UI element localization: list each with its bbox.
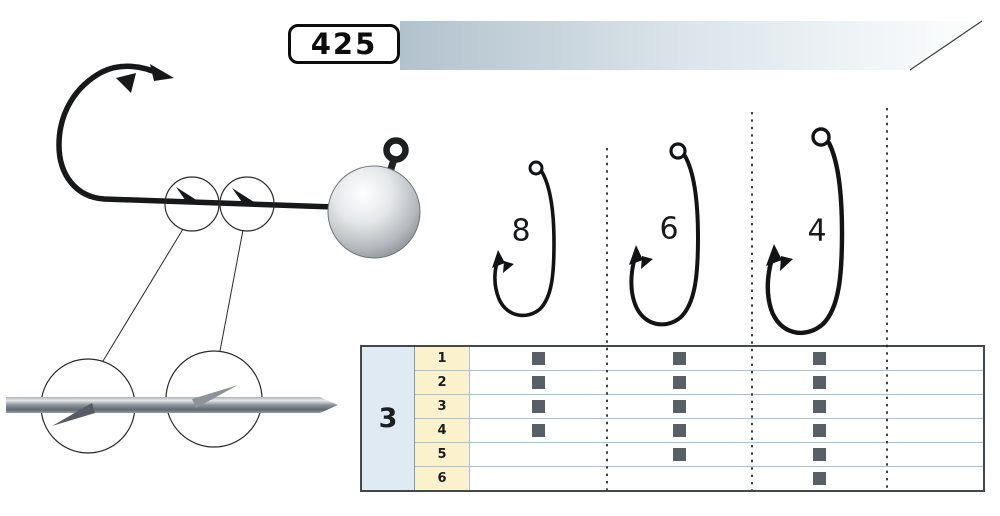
eye-neck <box>386 154 399 174</box>
availability-square <box>673 400 686 413</box>
availability-cell <box>752 395 887 418</box>
table-row: 5 <box>415 443 983 467</box>
hook-4-barb <box>780 256 793 271</box>
availability-cell <box>470 467 607 490</box>
hook-4-point <box>766 244 782 266</box>
table-row: 3 <box>415 395 983 419</box>
hook-size-label-8: 8 <box>511 213 531 249</box>
availability-cell <box>887 467 983 490</box>
magnified-shank-tip <box>320 397 338 413</box>
availability-cell <box>752 371 887 394</box>
availability-cell <box>470 443 607 466</box>
table-row: 2 <box>415 371 983 395</box>
row-number: 1 <box>415 347 470 370</box>
availability-cell <box>887 419 983 442</box>
weight-cell: 3 <box>362 347 415 490</box>
hook-size-label-4: 4 <box>807 213 827 249</box>
magnified-barb-1 <box>52 403 95 426</box>
availability-square <box>673 448 686 461</box>
hook-size-label-6: 6 <box>659 211 679 247</box>
hook-4-body <box>765 140 845 335</box>
availability-cell <box>607 347 752 370</box>
hook-8-eye <box>528 160 544 176</box>
row-number: 5 <box>415 443 470 466</box>
availability-square <box>813 352 826 365</box>
row-data-area <box>470 347 983 370</box>
availability-cell <box>470 347 607 370</box>
availability-square <box>813 448 826 461</box>
availability-cell <box>607 371 752 394</box>
row-data-area <box>470 371 983 394</box>
table-row: 1 <box>415 347 983 371</box>
detail-circle-small-1 <box>164 176 220 232</box>
keeper-barb-1 <box>176 187 198 204</box>
jig-hook <box>56 63 337 210</box>
availability-cell <box>607 419 752 442</box>
row-number: 6 <box>415 467 470 490</box>
availability-square <box>532 376 545 389</box>
row-data-area <box>470 443 983 466</box>
row-data-area <box>470 467 983 490</box>
availability-cell <box>887 347 983 370</box>
availability-cell <box>887 443 983 466</box>
hook-6-barb <box>641 256 653 269</box>
magnified-barb-2 <box>192 385 238 408</box>
magnified-shank <box>6 397 320 413</box>
availability-square <box>532 400 545 413</box>
jig-hook-point <box>150 64 174 81</box>
magnified-circle-1 <box>40 358 136 454</box>
availability-cell <box>887 371 983 394</box>
availability-cell <box>887 395 983 418</box>
table-row: 4 <box>415 419 983 443</box>
hook-4-eye <box>811 127 831 147</box>
jig-eye <box>383 137 409 163</box>
callout-line-left <box>102 228 184 362</box>
availability-cell <box>470 419 607 442</box>
availability-square <box>532 424 545 437</box>
lead-ball-head <box>327 165 421 259</box>
row-number: 2 <box>415 371 470 394</box>
hook-6-point <box>629 245 643 265</box>
detail-circle-small-2 <box>219 176 275 232</box>
availability-square <box>813 376 826 389</box>
availability-square <box>673 352 686 365</box>
row-number: 3 <box>415 395 470 418</box>
availability-cell <box>752 347 887 370</box>
keeper-barb-2 <box>232 188 254 205</box>
availability-cell <box>470 395 607 418</box>
availability-cell <box>752 419 887 442</box>
availability-cell <box>607 395 752 418</box>
availability-square <box>673 376 686 389</box>
availability-cell <box>752 467 887 490</box>
availability-cell <box>607 443 752 466</box>
availability-square <box>673 424 686 437</box>
header-banner <box>400 20 983 71</box>
product-code-badge: 425 <box>288 24 400 64</box>
callout-line-right <box>219 229 244 352</box>
magnified-circle-2 <box>165 350 263 448</box>
jig-illustration <box>6 63 421 454</box>
row-number: 4 <box>415 419 470 442</box>
hook-8-barb <box>503 261 514 273</box>
availability-square <box>813 400 826 413</box>
availability-square <box>813 472 826 485</box>
hook-8-point <box>492 250 505 268</box>
availability-cell <box>607 467 752 490</box>
availability-cell <box>752 443 887 466</box>
availability-cell <box>470 371 607 394</box>
availability-square <box>532 352 545 365</box>
availability-square <box>813 424 826 437</box>
hook-6-eye <box>669 142 687 160</box>
jig-hook-barb <box>116 73 136 93</box>
table-row: 6 <box>415 467 983 490</box>
row-data-area <box>470 395 983 418</box>
row-data-area <box>470 419 983 442</box>
hook-size-4-drawing <box>765 127 845 335</box>
